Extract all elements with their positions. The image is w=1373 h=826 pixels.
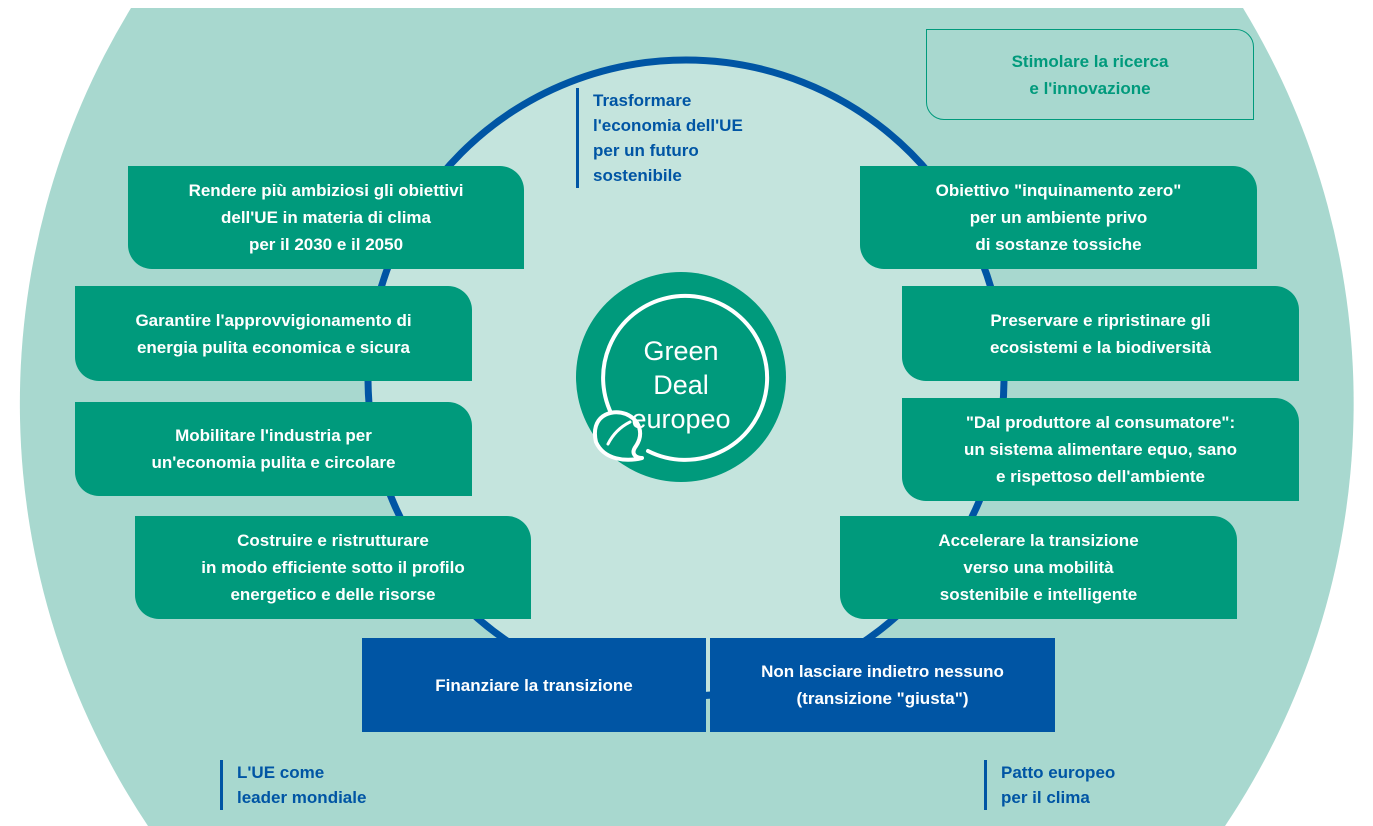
bottom-box-financing: Finanziare la transizione	[362, 638, 706, 732]
right-box-biodiversity: Preservare e ripristinare gli ecosistemi…	[902, 286, 1299, 381]
right-box-mobility: Accelerare la transizione verso una mobi…	[840, 516, 1237, 619]
right-box-farm-to-fork: "Dal produttore al consumatore": un sist…	[902, 398, 1299, 501]
left-box-clean-energy: Garantire l'approvvigionamento di energi…	[75, 286, 472, 381]
bottom-right-label: Patto europeo per il clima	[984, 760, 1115, 810]
center-title: Green Deal europeo	[631, 336, 731, 434]
top-label: Trasformare l'economia dell'UE per un fu…	[576, 88, 743, 188]
right-box-zero-pollution: Obiettivo "inquinamento zero" per un amb…	[860, 166, 1257, 269]
research-box: Stimolare la ricerca e l'innovazione	[926, 29, 1254, 120]
left-box-building: Costruire e ristrutturare in modo effici…	[135, 516, 531, 619]
bottom-box-just-transition: Non lasciare indietro nessuno (transizio…	[710, 638, 1055, 732]
left-box-industry: Mobilitare l'industria per un'economia p…	[75, 402, 472, 496]
leaf-ring-icon	[592, 293, 770, 462]
bottom-left-label: L'UE come leader mondiale	[220, 760, 366, 810]
center-circle: Green Deal europeo	[576, 272, 786, 482]
left-box-climate-targets: Rendere più ambiziosi gli obiettivi dell…	[128, 166, 524, 269]
